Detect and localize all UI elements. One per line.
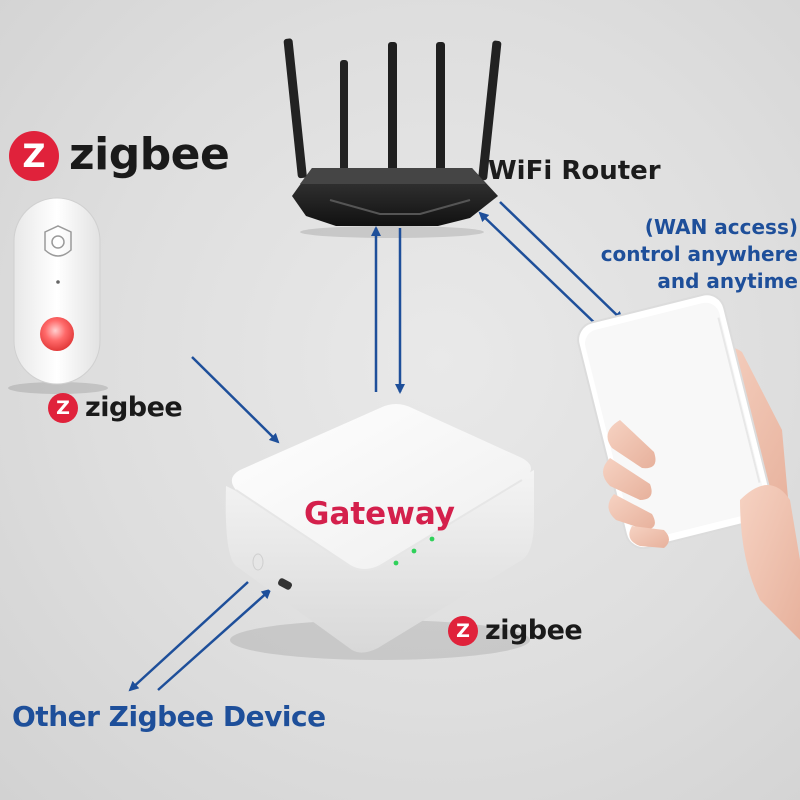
zigbee-logo-text: zigbee: [69, 128, 230, 180]
zigbee-logo-text: zigbee: [485, 614, 583, 646]
arrow-gateway-to-device: [128, 581, 249, 692]
gateway-hub-icon: [225, 404, 534, 660]
wan-line-3: and anytime: [657, 269, 798, 293]
arrow-device-to-gateway: [157, 588, 272, 691]
other-device-label: Other Zigbee Device: [12, 700, 326, 733]
arrow-router-to-phone: [499, 201, 624, 322]
wan-access-label: (WAN access) control anywhere and anytim…: [562, 214, 798, 295]
wan-line-1: (WAN access): [644, 215, 798, 239]
smartphone-icon: [577, 293, 800, 640]
zigbee-logo-text: zigbee: [85, 391, 183, 423]
wan-line-2: control anywhere: [600, 242, 798, 266]
zigbee-logo-icon: Z: [9, 131, 59, 181]
zigbee-logo-icon: Z: [48, 393, 78, 423]
zigbee-logo-sensor: Z zigbee: [48, 391, 183, 423]
arrow-phone-to-router: [478, 211, 603, 331]
router-label: WiFi Router: [488, 156, 661, 186]
sensor-button-icon: [8, 197, 108, 394]
zigbee-logo-large: Z zigbee: [9, 128, 230, 181]
gateway-label: Gateway: [304, 496, 456, 532]
zigbee-logo-gateway: Z zigbee: [448, 614, 583, 646]
zigbee-logo-icon: Z: [448, 616, 478, 646]
arrow-sensor-to-gateway: [191, 356, 280, 444]
wifi-router-icon: [283, 38, 502, 238]
